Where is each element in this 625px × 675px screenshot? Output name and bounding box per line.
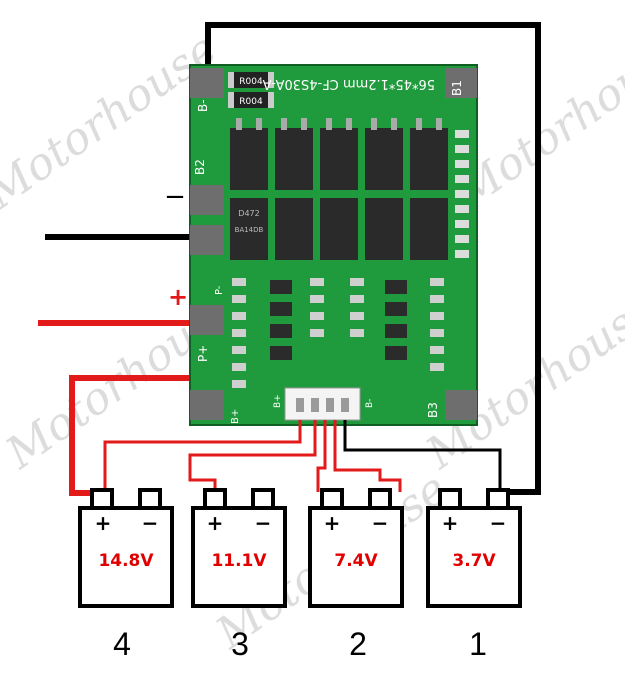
battery-3-minus: − [255,511,272,535]
p-minus-lead-label: − [164,182,186,212]
battery-2-number: 2 [349,626,367,662]
sense-wires [103,420,502,492]
battery-2-minus: − [372,511,389,535]
pad-label-b-minus: B- [196,99,210,112]
battery-1-plus: + [442,511,459,535]
pad-label-b-plus: B+ [230,409,241,424]
ic-chips [270,280,407,360]
battery-3-voltage: 11.1V [211,551,267,571]
pad-p-minus [190,225,224,255]
pad-label-b2: B2 [193,159,207,175]
resistor-label-bottom: R004 [239,97,263,107]
pad-b-plus [190,390,224,420]
pad-b1 [445,68,477,98]
mosfet-row-top [230,128,448,190]
resistor-bottom [232,92,270,108]
pad-b2 [190,185,224,215]
battery-1-number: 1 [469,626,487,662]
connector-label-left: B+ [273,394,283,408]
pad-label-b3: B3 [426,402,440,418]
balance-circuit-area [232,278,444,388]
mosfet-label-bottom: BA14DB [235,226,264,234]
battery-4-minus: − [142,511,159,535]
side-resistor-strip [455,130,469,258]
mosfet-row-bottom [230,198,448,260]
pad-b3 [445,390,477,420]
red-wire-b-plus [69,375,212,496]
pcb-board: R004 R004 56*45*1.2mm CF-4S30A-A D472 BA… [189,64,478,426]
p-plus-lead-label: + [168,283,188,311]
pad-b-minus [190,68,224,98]
pad-label-b1: B1 [450,80,464,96]
connector-label-right: B- [365,399,375,408]
battery-2-plus: + [324,511,341,535]
battery-1: + − 3.7V 1 [426,488,522,662]
battery-2-voltage: 7.4V [334,551,378,571]
board-model-text: 56*45*1.2mm CF-4S30A-A [262,76,435,91]
black-wire-b1 [205,22,541,495]
battery-3-number: 3 [231,626,249,662]
mosfet-label-top: D472 [238,209,259,218]
resistor-label-top: R004 [239,77,263,87]
battery-3-plus: + [207,511,224,535]
battery-1-minus: − [490,511,507,535]
battery-4-plus: + [95,511,112,535]
battery-2: + − 7.4V 2 [308,488,404,662]
battery-4: + − 14.8V 4 [78,488,174,662]
battery-1-voltage: 3.7V [452,551,496,571]
battery-4-voltage: 14.8V [98,551,154,571]
pad-label-p-minus: P- [214,285,225,295]
battery-4-number: 4 [113,626,131,662]
battery-3: + − 11.1V 3 [191,488,287,662]
resistor-top [232,72,270,88]
pad-label-p-plus: P+ [196,345,210,362]
pad-p-plus [190,305,224,335]
